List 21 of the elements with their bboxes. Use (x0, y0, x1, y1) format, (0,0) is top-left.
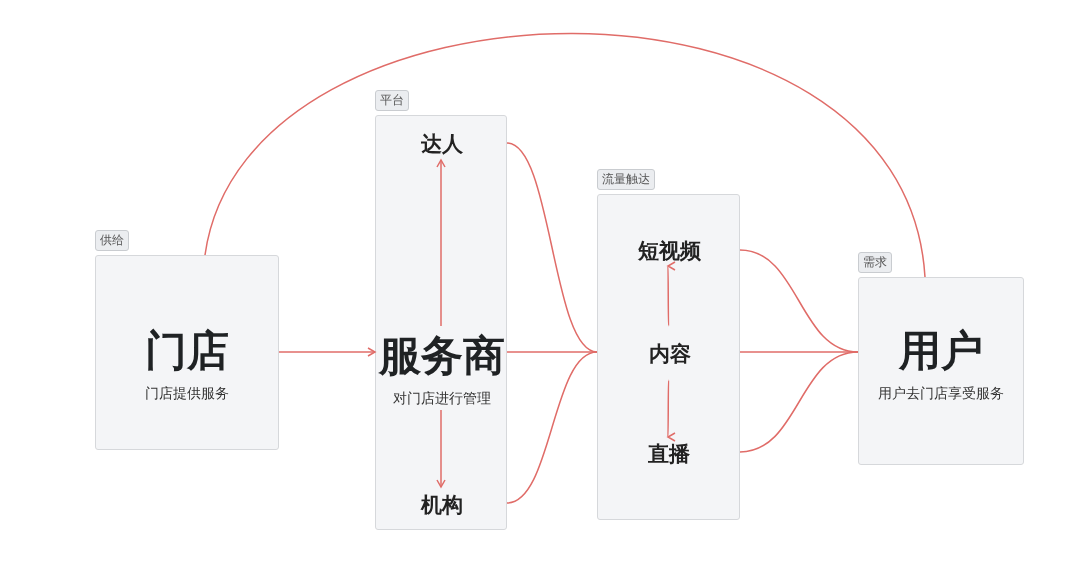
node-label: 直播 (648, 441, 690, 468)
group-tag: 平台 (375, 90, 409, 111)
arrow (436, 409, 446, 488)
node-title: 用户 (899, 325, 983, 377)
node-description: 用户去门店享受服务 (878, 384, 1004, 403)
node-description: 门店提供服务 (145, 384, 229, 403)
group-tag: 需求 (858, 252, 892, 273)
node-label: 内容 (648, 341, 691, 368)
node-description: 对门店进行管理 (393, 389, 491, 408)
node-label: 达人 (421, 131, 463, 158)
group-tag: 流量触达 (597, 169, 655, 190)
connector-line (204, 32, 926, 278)
node-title: 门店 (145, 325, 229, 377)
connector-line (506, 351, 598, 504)
node-label: 短视频 (637, 238, 701, 265)
node-label: 机构 (421, 492, 463, 519)
connector-line (739, 351, 859, 453)
group-tag: 供给 (95, 230, 129, 251)
arrow (278, 347, 376, 357)
arrow (436, 159, 446, 327)
node-title: 服务商 (379, 330, 505, 382)
